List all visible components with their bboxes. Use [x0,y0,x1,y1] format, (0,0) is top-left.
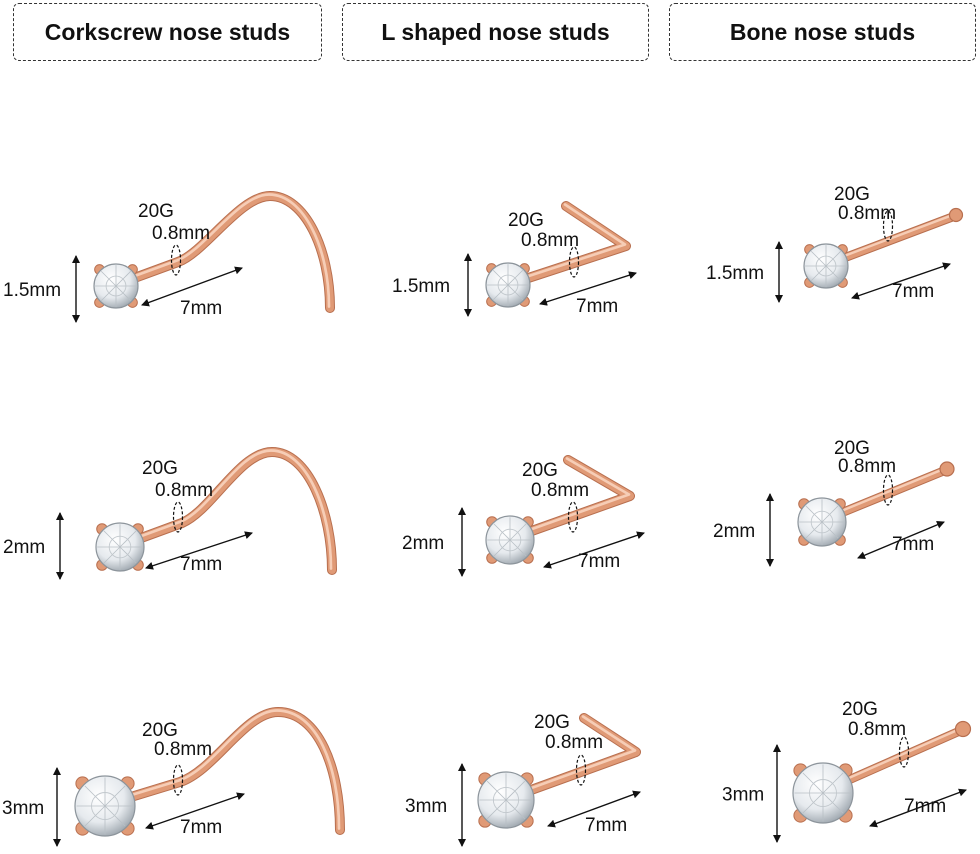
stud-bone-r0-wire-label: 0.8mm [838,203,896,224]
stud-cork-r1-wire-label: 0.8mm [155,480,213,501]
stud-cork-r1-size-label: 2mm [3,537,45,558]
stud-bone-r2-gauge-label: 20G [842,699,878,720]
stud-bone-r1-length-arrow [857,521,945,559]
stud-L-r2-gauge-ring [575,754,587,786]
stud-bone-r0-length-label: 7mm [892,281,934,302]
stud-L-r1-length-arrow [543,531,645,569]
stud-L-r2-length-arrow [547,790,641,828]
stud-cork-r2-length-label: 7mm [180,817,222,838]
stud-bone-r2-gem [792,762,854,824]
stud-cork-r0-length-arrow [141,266,243,307]
stud-L-r0-wire [505,201,631,289]
stud-L-r2-wire-label: 0.8mm [545,732,603,753]
stud-cork-r0-gem [93,263,139,309]
stud-bone-r1-ball-end [939,461,955,477]
stud-bone-r1-size-label: 2mm [713,521,755,542]
stud-L-r0-length-label: 7mm [576,296,618,317]
stud-cork-r2-size-label: 3mm [2,798,44,819]
stud-L-r2-gauge-label: 20G [534,712,570,733]
stud-L-r2-wire [504,713,641,803]
stud-bone-r2-gauge-ring [898,736,910,768]
stud-cork-r0-size-label: 1.5mm [3,280,61,301]
stud-cork-r2-gem [74,775,136,837]
stud-bone-r0-ball-end [948,207,964,223]
stud-cork-r2-gauge-label: 20G [142,720,178,741]
stud-bone-r1-length-label: 7mm [892,534,934,555]
header-corkscrew: Corkscrew nose studs [13,3,322,61]
stud-bone-r2-size-label: 3mm [722,785,764,806]
stud-bone-r0-gauge-label: 20G [834,184,870,205]
stud-cork-r1-gauge-label: 20G [142,458,178,479]
stud-cork-r1-wire [117,447,337,575]
stud-cork-r0-length-label: 7mm [180,298,222,319]
stud-bone-r0-size-label: 1.5mm [706,263,764,284]
stud-cork-r1-gem [95,522,145,572]
stud-L-r0-length-arrow [539,271,637,306]
stud-cork-r0-wire [113,191,335,313]
stud-bone-r1-gem [797,497,847,547]
stud-L-r0-size-label: 1.5mm [392,276,450,297]
stud-bone-r0-length-arrow [851,262,951,300]
header-bone: Bone nose studs [669,3,976,61]
stud-bone-r1-gauge-label: 20G [834,438,870,459]
stud-L-r2-gem [477,771,535,829]
stud-L-r0-gauge-label: 20G [508,210,544,231]
header-l-shaped: L shaped nose studs [342,3,649,61]
stud-cork-r2-wire-label: 0.8mm [154,739,212,760]
stud-cork-r2-wire [103,707,345,835]
stud-bone-r2-length-arrow [869,788,967,828]
stud-bone-r2-ball-end [954,720,972,738]
stud-L-r1-length-label: 7mm [578,551,620,572]
stud-cork-r1-length-arrow [145,531,253,570]
stud-bone-r0-gem [803,243,849,289]
stud-bone-r1-gauge-ring [882,474,894,506]
stud-bone-r0-gauge-ring [882,210,894,242]
stud-L-r0-gem [485,262,531,308]
stud-bone-r1-wire-label: 0.8mm [838,456,896,477]
stud-L-r1-wire-label: 0.8mm [531,480,589,501]
stud-cork-r0-gauge-label: 20G [138,201,174,222]
stud-cork-r2-length-arrow [145,792,245,830]
stud-cork-r1-length-label: 7mm [180,554,222,575]
stud-L-r2-size-label: 3mm [405,796,447,817]
stud-bone-r2-length-label: 7mm [904,796,946,817]
stud-L-r1-gem [485,515,535,565]
stud-L-r2-length-label: 7mm [585,815,627,836]
stud-bone-r2-wire-label: 0.8mm [848,719,906,740]
stud-L-r0-wire-label: 0.8mm [521,230,579,251]
stud-L-r1-gauge-label: 20G [522,460,558,481]
stud-L-r1-wire [507,455,635,543]
stud-cork-r0-wire-label: 0.8mm [152,223,210,244]
stud-L-r1-size-label: 2mm [402,533,444,554]
